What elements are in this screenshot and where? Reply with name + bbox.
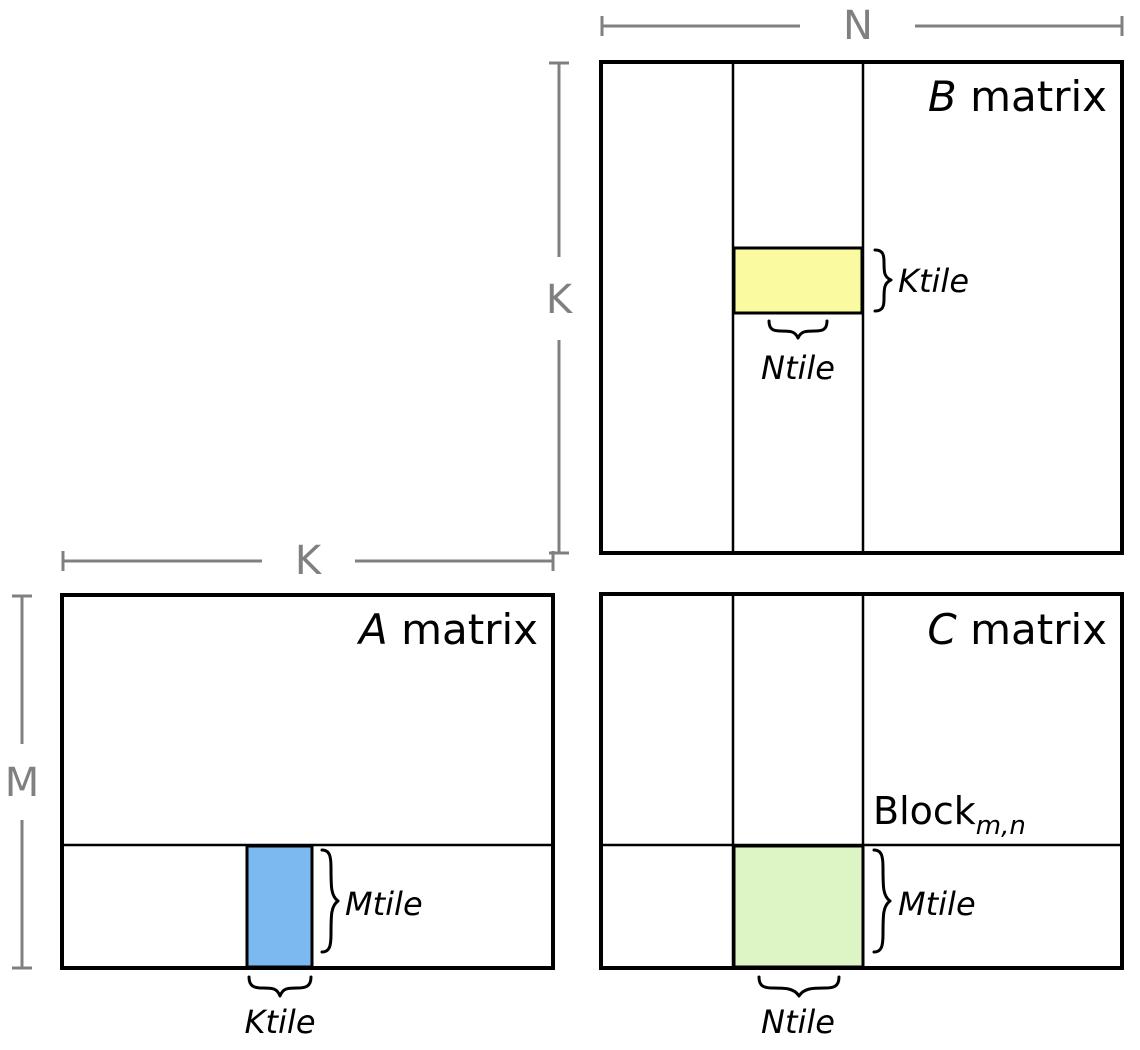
b-matrix-ktile-label: Ktile	[898, 262, 969, 300]
dimension-label-k-horizontal: K	[295, 538, 323, 584]
b-matrix-ntile-annotation: Ntile	[761, 319, 835, 387]
b-matrix-ntile-label: Ntile	[761, 349, 835, 387]
c-matrix-block-label: Blockm,n	[873, 789, 1026, 841]
a-matrix-group: A matrix	[60, 593, 555, 970]
dimension-label-n: N	[843, 3, 873, 49]
c-matrix-tile	[732, 844, 865, 969]
a-matrix-ktile-label: Ktile	[245, 1003, 316, 1041]
c-matrix-label-rest: matrix	[957, 605, 1107, 654]
c-matrix-ntile-annotation: Ntile	[757, 975, 841, 1041]
c-matrix-label: C matrix	[927, 605, 1107, 654]
dimension-marker-n: N	[600, 3, 1124, 49]
c-matrix-block-text: Block	[873, 789, 976, 833]
c-matrix-group: C matrix Blockm,n	[599, 592, 1124, 970]
b-matrix-label-rest: matrix	[957, 72, 1107, 121]
b-matrix-label: B matrix	[928, 72, 1107, 121]
brace-ntile-b	[767, 319, 829, 340]
b-matrix-label-italic: B	[928, 72, 957, 121]
a-matrix-ktile-annotation: Ktile	[245, 975, 316, 1041]
b-matrix-tile	[732, 246, 864, 315]
brace-ktile-a	[247, 975, 313, 998]
a-matrix-mtile-label: Mtile	[345, 885, 423, 923]
c-matrix-ntile-label: Ntile	[761, 1003, 835, 1041]
brace-ktile-b	[873, 248, 893, 313]
dimension-marker-k-vertical: K	[546, 61, 574, 555]
b-matrix-ktile-annotation: Ktile	[873, 248, 969, 313]
dimension-marker-k-horizontal: K	[61, 538, 555, 584]
c-matrix-mtile-annotation: Mtile	[872, 848, 976, 954]
dimension-label-k-vertical: K	[546, 277, 574, 323]
a-matrix-mtile-annotation: Mtile	[320, 848, 423, 954]
brace-mtile-c	[872, 848, 892, 954]
a-matrix-label-rest: matrix	[388, 605, 538, 654]
brace-mtile-a	[320, 848, 340, 954]
c-matrix-label-italic: C	[927, 605, 957, 654]
c-matrix-block-subscript: m,n	[976, 811, 1026, 841]
b-matrix-group: B matrix	[599, 60, 1124, 555]
c-matrix-mtile-label: Mtile	[898, 885, 976, 923]
a-matrix-label-italic: A	[356, 605, 388, 654]
dimension-marker-m: M	[5, 594, 40, 970]
dimension-label-m: M	[5, 760, 40, 806]
a-matrix-label: A matrix	[356, 605, 538, 654]
a-matrix-tile	[245, 844, 314, 969]
brace-ntile-c	[757, 975, 841, 998]
